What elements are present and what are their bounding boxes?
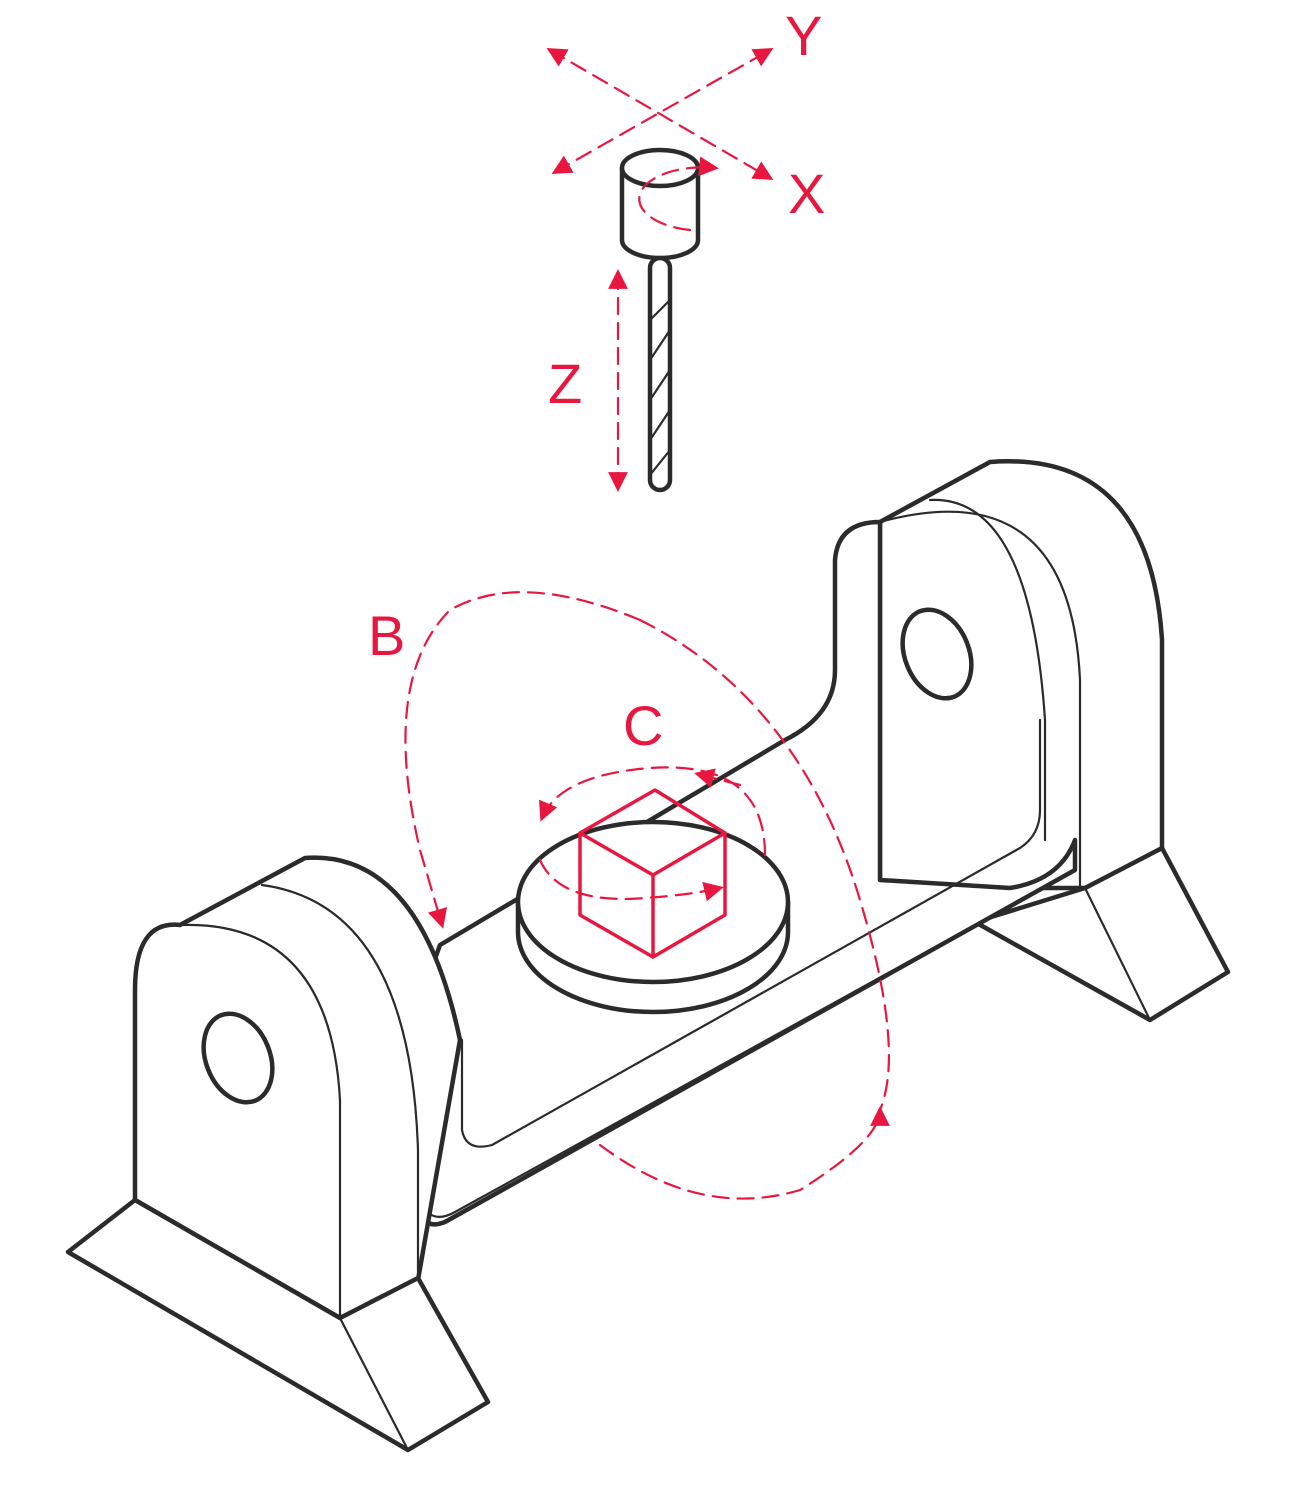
left-support-foot xyxy=(65,1197,491,1453)
c-axis-label: C xyxy=(623,694,663,757)
x-axis-label: X xyxy=(788,162,825,225)
trunnion-table xyxy=(65,459,1231,1453)
left-trunnion-bore xyxy=(201,1011,275,1105)
spindle-rotation-arrow xyxy=(638,156,719,232)
b-axis-label: B xyxy=(368,604,405,667)
c-axis-arrow xyxy=(539,766,767,857)
workpiece-cube xyxy=(578,788,727,959)
cube-outline xyxy=(578,788,727,959)
axis-labels: Y X Z B C xyxy=(368,4,825,757)
b-axis-arrow xyxy=(404,591,642,929)
left-support-upright xyxy=(132,855,463,1321)
right-support-foot xyxy=(972,845,1231,1023)
z-axis-label: Z xyxy=(548,352,582,415)
y-axis-label: Y xyxy=(785,4,822,67)
right-support-upright xyxy=(877,459,1165,925)
axis-indicators xyxy=(404,48,890,1200)
spindle-tool xyxy=(619,147,701,493)
x-axis-arrow xyxy=(546,48,774,180)
right-trunnion-bore xyxy=(900,607,974,701)
